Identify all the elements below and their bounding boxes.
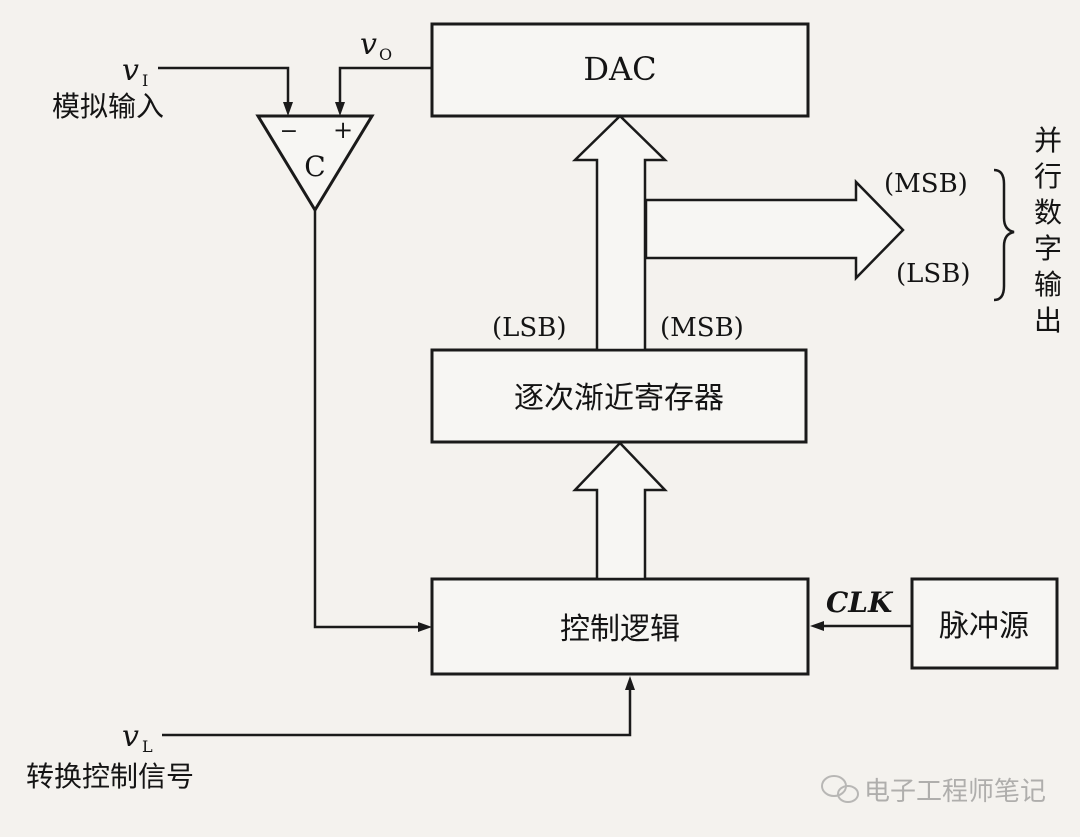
wechat-icon bbox=[821, 775, 859, 803]
sar-register-label: 逐次渐近寄存器 bbox=[514, 381, 724, 416]
control-logic-label: 控制逻辑 bbox=[560, 612, 680, 647]
pulse-source-label: 脉冲源 bbox=[939, 609, 1029, 644]
sar-lsb-label: (LSB) bbox=[492, 313, 566, 343]
output-char-6: 出 bbox=[1034, 304, 1062, 337]
control-to-sar-bus bbox=[572, 441, 668, 581]
vi-subscript: I bbox=[142, 71, 148, 90]
output-brace bbox=[993, 168, 1015, 302]
vl-symbol: v bbox=[122, 719, 139, 754]
output-char-2: 行 bbox=[1034, 160, 1062, 193]
clk-label: CLK bbox=[826, 586, 894, 619]
output-char-1: 并 bbox=[1034, 124, 1062, 157]
vi-symbol: v bbox=[122, 53, 139, 88]
watermark-text: 电子工程师笔记 bbox=[864, 777, 1046, 807]
pulse-source-block: 脉冲源 bbox=[910, 577, 1059, 670]
parallel-output-bus bbox=[644, 178, 905, 282]
comparator-plus: + bbox=[333, 116, 353, 144]
vl-label: v L 转换控制信号 bbox=[26, 719, 194, 793]
vo-label: v O bbox=[360, 27, 392, 64]
vo-feedback-wire bbox=[335, 66, 432, 116]
parallel-digital-output-label: 并 行 数 字 输 出 bbox=[1034, 124, 1062, 337]
clk-wire bbox=[810, 621, 912, 631]
output-msb-label: (MSB) bbox=[884, 169, 968, 199]
output-char-3: 数 bbox=[1034, 196, 1062, 229]
output-lsb-label: (LSB) bbox=[896, 259, 970, 289]
dac-label: DAC bbox=[583, 50, 656, 88]
sar-to-dac-bus bbox=[571, 114, 669, 352]
output-char-4: 字 bbox=[1034, 232, 1062, 265]
sar-msb-label: (MSB) bbox=[660, 313, 744, 343]
watermark: 电子工程师笔记 bbox=[821, 775, 1046, 807]
control-logic-block: 控制逻辑 bbox=[430, 577, 810, 676]
output-char-5: 输 bbox=[1034, 268, 1062, 301]
vi-description: 模拟输入 bbox=[52, 90, 164, 123]
vl-description: 转换控制信号 bbox=[26, 760, 194, 793]
vl-wire bbox=[162, 676, 635, 737]
vi-label: v I 模拟输入 bbox=[52, 53, 164, 123]
vl-subscript: L bbox=[142, 737, 153, 756]
comparator-label: C bbox=[304, 150, 325, 183]
comparator-minus: − bbox=[280, 119, 298, 144]
sar-register-block: 逐次渐近寄存器 bbox=[430, 348, 808, 444]
vo-subscript: O bbox=[379, 45, 392, 64]
comparator: C − + bbox=[255, 114, 375, 213]
vi-input-wire bbox=[158, 66, 293, 116]
dac-block: DAC bbox=[430, 22, 810, 118]
comparator-to-control-wire bbox=[313, 210, 432, 632]
vo-symbol: v bbox=[360, 27, 377, 62]
